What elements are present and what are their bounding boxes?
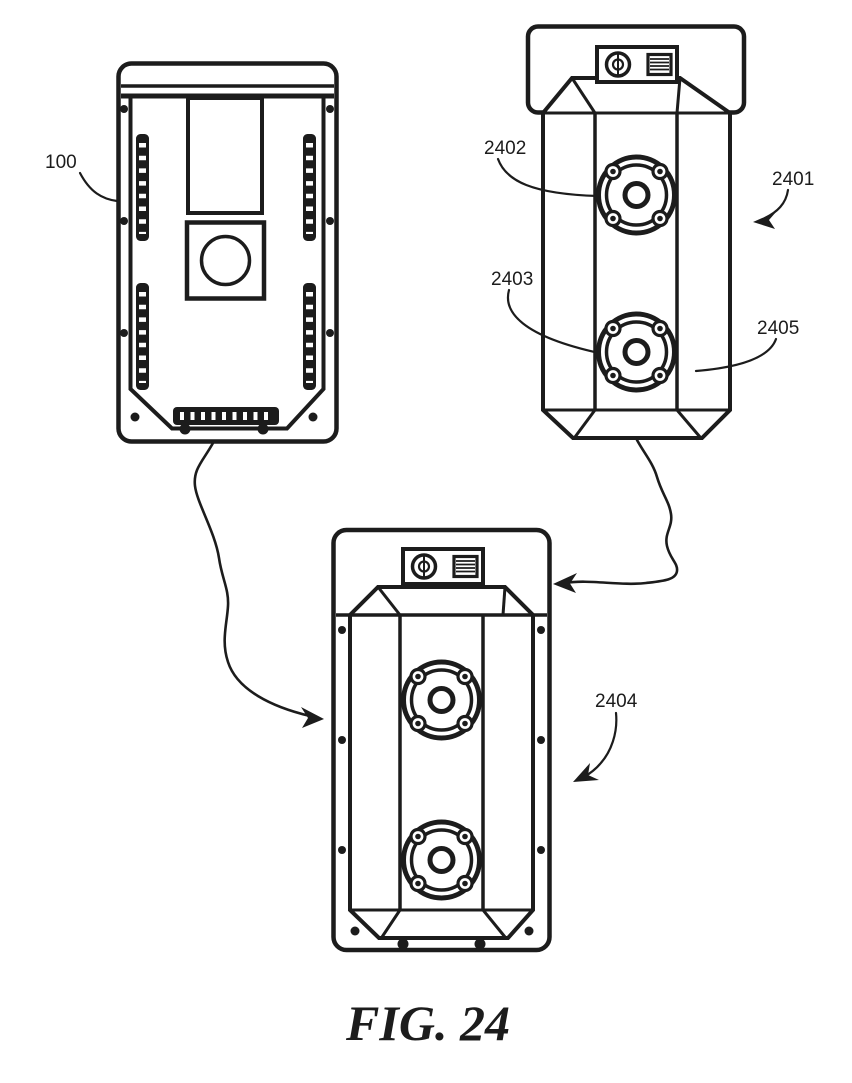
facet-line (570, 77, 597, 114)
display-cutout (186, 96, 264, 215)
screw (326, 105, 334, 113)
screw (338, 846, 346, 854)
facet-line (675, 409, 702, 438)
screw (326, 329, 334, 337)
screw (120, 105, 128, 113)
screw (308, 412, 318, 422)
ref-label-2405: 2405 (757, 318, 799, 339)
screw (537, 846, 545, 854)
arrowhead (753, 212, 776, 229)
screw (524, 926, 534, 936)
facet-line (380, 909, 402, 938)
device-back-panel (116, 61, 339, 444)
assembled-device (331, 527, 552, 953)
screw (120, 329, 128, 337)
screw (338, 736, 346, 744)
inner-panel-outline (128, 98, 326, 431)
screw (120, 217, 128, 225)
leader-line-100 (78, 171, 119, 203)
frame-screws (120, 105, 334, 435)
connector-arrow-right (563, 438, 679, 586)
facet-line (481, 909, 507, 938)
screw (350, 926, 360, 936)
ref-label-2404: 2404 (595, 691, 638, 712)
vent-strip-left-lower (136, 283, 149, 390)
screw (257, 423, 269, 435)
leader-line-2403 (506, 288, 601, 355)
screw (474, 938, 486, 950)
leader-arrow-2404 (582, 711, 618, 779)
arrowhead (553, 573, 577, 593)
control-panel (595, 45, 679, 84)
facet-line (376, 586, 402, 616)
screw (326, 217, 334, 225)
vent-strip-right-upper (303, 134, 316, 241)
screw (179, 423, 191, 435)
facet-line (675, 77, 682, 114)
cabinet-outline (348, 585, 535, 940)
ref-label-2403: 2403 (491, 269, 533, 290)
frame-screws (338, 626, 545, 950)
screw (537, 626, 545, 634)
screw (338, 626, 346, 634)
vent-strip-left-upper (136, 134, 149, 241)
leader-line-2405 (694, 337, 778, 373)
arrowhead (301, 707, 324, 728)
vent-strip-right-lower (303, 283, 316, 390)
connectors (193, 438, 679, 728)
ref-label-2401: 2401 (772, 169, 814, 190)
facet-line (573, 409, 597, 438)
cabinet-outline (541, 76, 732, 440)
screw (537, 736, 545, 744)
screw (130, 412, 140, 422)
figure-caption: FIG. 24 (345, 995, 510, 1051)
ref-label-100: 100 (45, 152, 77, 173)
camera-window (184, 220, 267, 301)
ref-label-2402: 2402 (484, 138, 526, 159)
speaker-assembly (525, 24, 747, 440)
outer-frame (116, 61, 339, 444)
camera-lens (199, 234, 252, 287)
screw (397, 938, 409, 950)
control-panel (401, 547, 485, 586)
leader-arrow-2401 (763, 188, 790, 220)
connector-arrow-left (193, 441, 312, 718)
leader-line-2402 (496, 157, 600, 198)
reference-labels: 100 2402 2401 2403 2405 2404 (45, 138, 814, 782)
arrowhead (573, 763, 599, 782)
facet-line (501, 586, 507, 616)
